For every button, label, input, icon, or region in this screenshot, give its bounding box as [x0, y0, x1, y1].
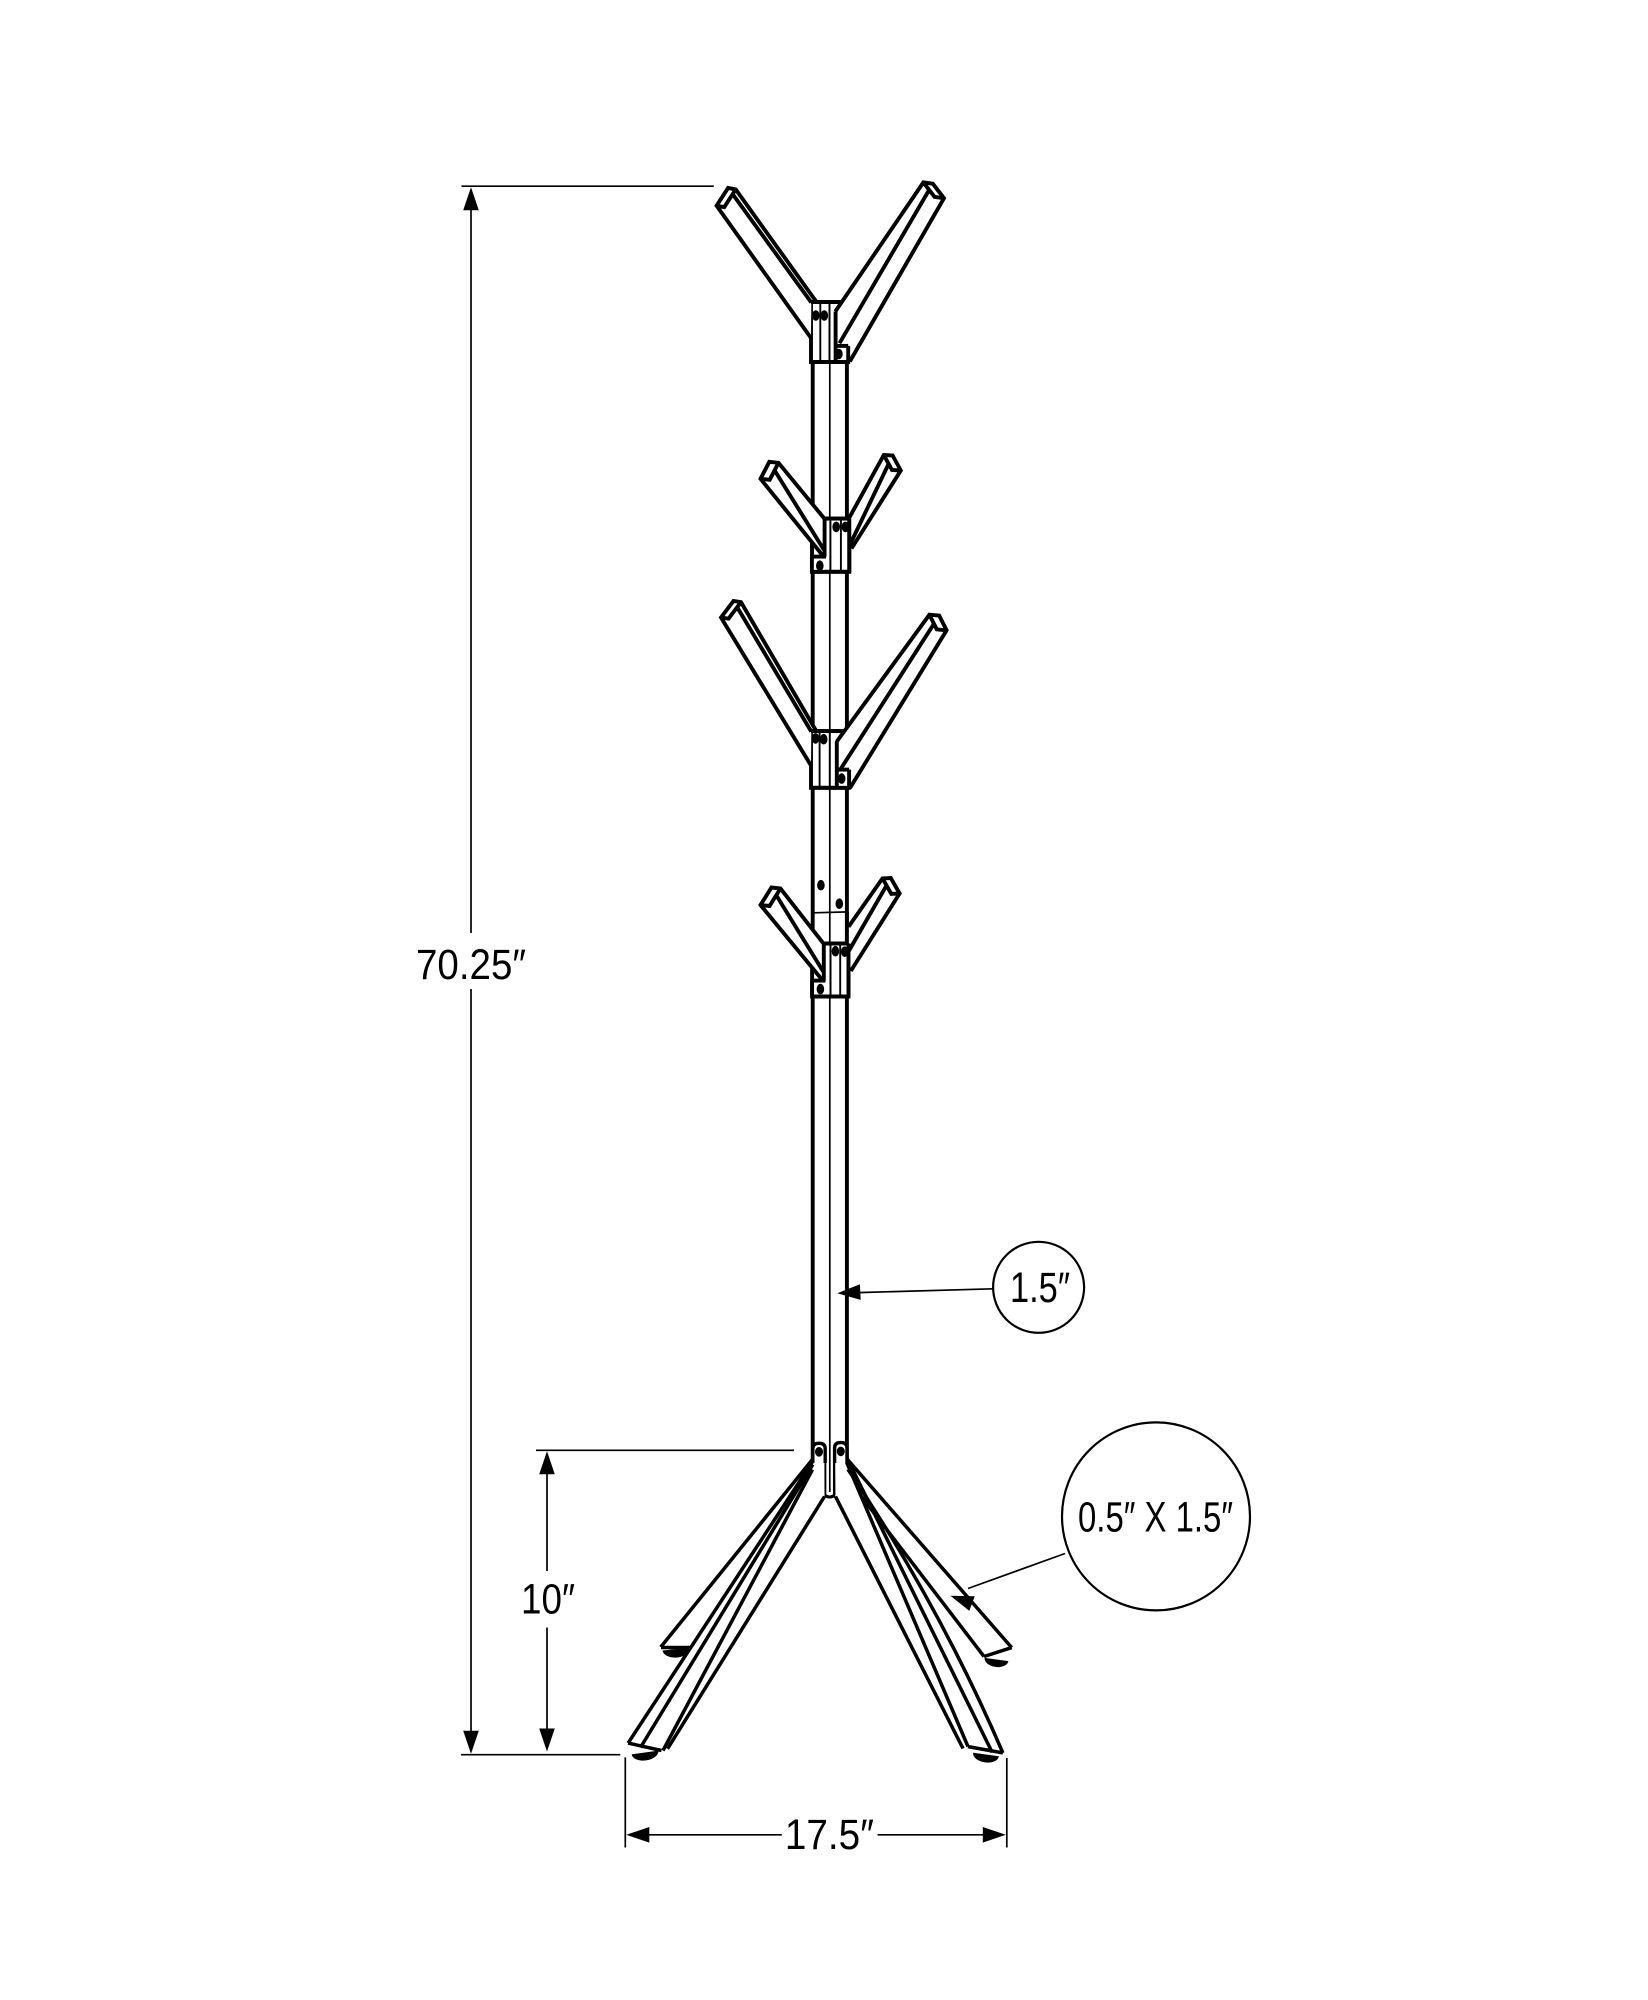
svg-text:17.5″: 17.5″ — [785, 1812, 874, 1859]
svg-text:1.5″: 1.5″ — [1010, 1265, 1070, 1312]
svg-text:0.5″ X 1.5″: 0.5″ X 1.5″ — [1078, 1495, 1233, 1542]
svg-text:70.25″: 70.25″ — [416, 942, 526, 989]
svg-text:10″: 10″ — [521, 1577, 575, 1624]
